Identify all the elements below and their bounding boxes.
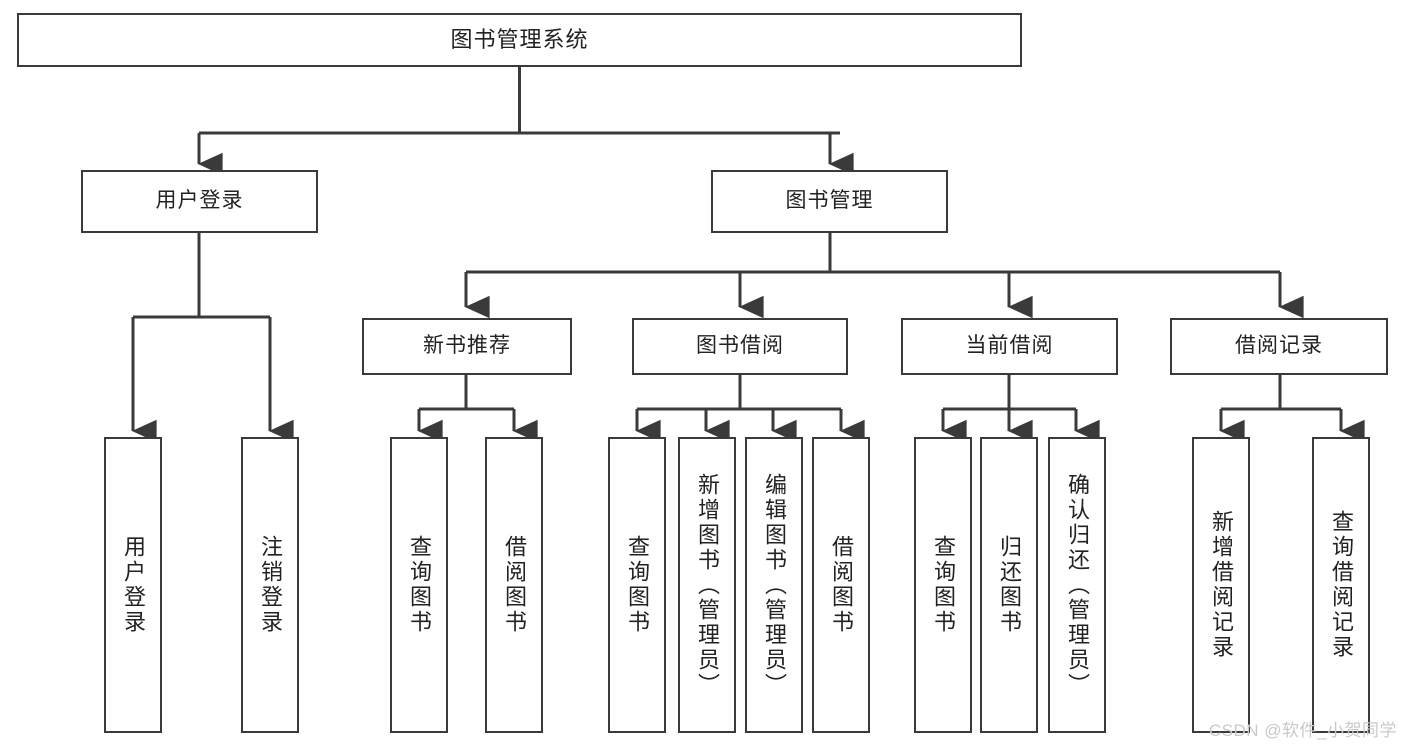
leaf-add-book-admin-label: 新增图书（管理员） [694,472,720,698]
leaf-borrow-book-recommend-label: 借阅图书 [501,535,527,635]
node-book-borrow-label: 图书借阅 [696,334,784,358]
node-user-login[interactable]: 用户登录 [81,170,318,233]
node-new-book-recommend-label: 新书推荐 [423,334,511,358]
leaf-logout-label: 注销登录 [257,535,283,635]
node-root-label: 图书管理系统 [450,27,589,53]
leaf-logout[interactable]: 注销登录 [241,437,299,733]
leaf-confirm-return-admin-label: 确认归还（管理员） [1064,472,1090,698]
leaf-borrow-book-recommend[interactable]: 借阅图书 [485,437,543,733]
leaf-borrow-book-label: 借阅图书 [828,535,854,635]
leaf-query-book-current-label: 查询图书 [930,535,956,635]
leaf-confirm-return-admin[interactable]: 确认归还（管理员） [1048,437,1106,733]
leaf-add-book-admin[interactable]: 新增图书（管理员） [678,437,736,733]
leaf-query-book-borrow[interactable]: 查询图书 [608,437,666,733]
leaf-return-book[interactable]: 归还图书 [980,437,1038,733]
leaf-query-book-recommend[interactable]: 查询图书 [390,437,448,733]
leaf-borrow-book[interactable]: 借阅图书 [812,437,870,733]
node-new-book-recommend[interactable]: 新书推荐 [362,318,572,375]
node-book-management[interactable]: 图书管理 [711,170,948,233]
leaf-user-login-label: 用户登录 [120,535,146,635]
leaf-add-borrow-record[interactable]: 新增借阅记录 [1192,437,1250,733]
node-borrow-record-label: 借阅记录 [1235,334,1323,358]
leaf-edit-book-admin[interactable]: 编辑图书（管理员） [745,437,803,733]
node-current-borrow[interactable]: 当前借阅 [901,318,1118,375]
leaf-query-book-borrow-label: 查询图书 [624,535,650,635]
node-root[interactable]: 图书管理系统 [17,13,1022,67]
leaf-user-login[interactable]: 用户登录 [104,437,162,733]
leaf-add-borrow-record-label: 新增借阅记录 [1208,510,1234,660]
leaf-return-book-label: 归还图书 [996,535,1022,635]
leaf-query-book-recommend-label: 查询图书 [406,535,432,635]
leaf-query-book-current[interactable]: 查询图书 [914,437,972,733]
node-user-login-label: 用户登录 [155,189,244,213]
csdn-watermark: CSDN @软件_小贺同学 [1208,721,1397,740]
node-book-management-label: 图书管理 [785,189,874,213]
leaf-edit-book-admin-label: 编辑图书（管理员） [761,472,787,698]
leaf-query-borrow-record-label: 查询借阅记录 [1328,510,1354,660]
node-borrow-record[interactable]: 借阅记录 [1170,318,1388,375]
leaf-query-borrow-record[interactable]: 查询借阅记录 [1312,437,1370,733]
node-book-borrow[interactable]: 图书借阅 [632,318,848,375]
node-current-borrow-label: 当前借阅 [965,334,1054,358]
